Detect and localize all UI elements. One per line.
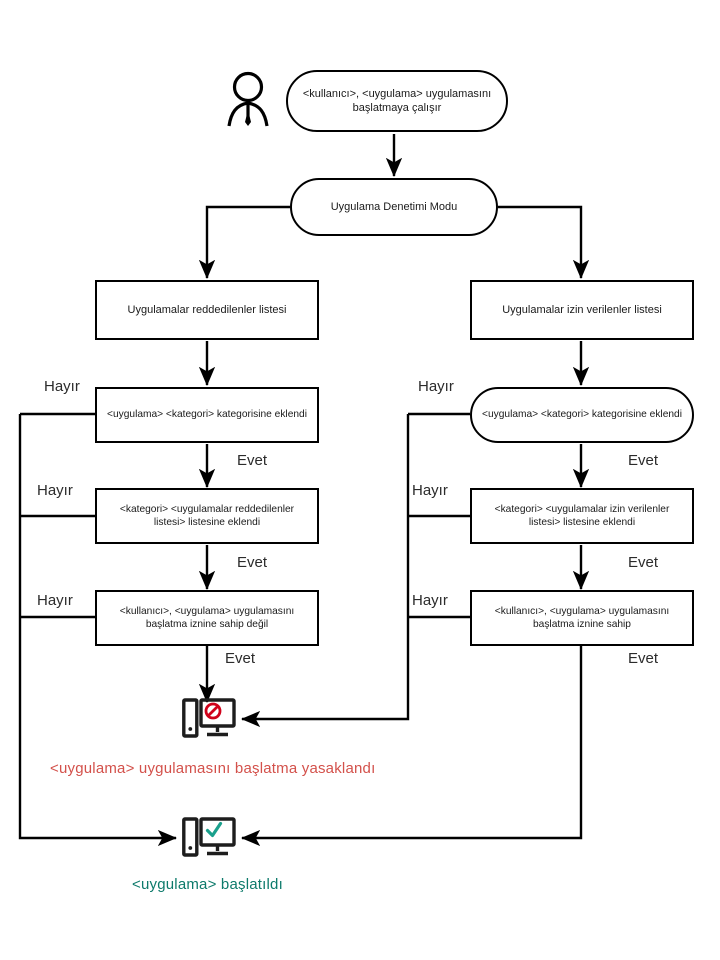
node-left-category-label: <uygulama> <kategori> kategorisine eklen…: [107, 409, 307, 421]
edge-label-left-no-3: Hayır: [37, 592, 73, 609]
outcome-allowed-text: <uygulama> başlatıldı: [132, 876, 283, 893]
edge-label-right-no-1: Hayır: [418, 378, 454, 395]
node-denied-applications-list: Uygulamalar reddedilenler listesi: [95, 280, 319, 340]
person-icon: [227, 71, 269, 127]
node-mode-label: Uygulama Denetimi Modu: [330, 200, 458, 213]
edge-label-left-yes-3: Evet: [225, 650, 256, 667]
computer-blocked-glyph: [182, 698, 236, 738]
node-right-category-label: <uygulama> <kategori> kategorisine eklen…: [482, 409, 682, 421]
computer-allowed-icon: [182, 817, 236, 866]
node-start-label: <kullanıcı>, <uygulama> uygulamasını baş…: [302, 87, 492, 114]
node-right-category-added: <uygulama> <kategori> kategorisine eklen…: [470, 387, 694, 443]
node-user-has-permission: <kullanıcı>, <uygulama> uygulamasını baş…: [470, 590, 694, 646]
node-allowed-list-label: Uygulamalar izin verilenler listesi: [502, 303, 662, 316]
computer-allowed-glyph: [182, 817, 236, 857]
node-start: <kullanıcı>, <uygulama> uygulamasını baş…: [286, 70, 508, 132]
node-right-category-in-allowed-list: <kategori> <uygulamalar izin verilenler …: [470, 488, 694, 544]
edge-label-left-no-1: Hayır: [44, 378, 80, 395]
edge-label-right-no-3: Hayır: [412, 592, 448, 609]
node-left-permission-label: <kullanıcı>, <uygulama> uygulamasını baş…: [119, 605, 295, 630]
node-application-control-mode: Uygulama Denetimi Modu: [290, 178, 498, 236]
node-user-has-no-permission: <kullanıcı>, <uygulama> uygulamasını baş…: [95, 590, 319, 646]
node-denied-list-label: Uygulamalar reddedilenler listesi: [127, 303, 287, 316]
node-left-category-in-denied-list: <kategori> <uygulamalar reddedilenler li…: [95, 488, 319, 544]
node-right-permission-label: <kullanıcı>, <uygulama> uygulamasını baş…: [494, 605, 670, 630]
outcome-denied-text: <uygulama> uygulamasını başlatma yasakla…: [50, 760, 376, 777]
node-right-added-label: <kategori> <uygulamalar izin verilenler …: [494, 503, 670, 528]
edge-label-right-yes-3: Evet: [628, 650, 659, 667]
node-allowed-applications-list: Uygulamalar izin verilenler listesi: [470, 280, 694, 340]
edge-label-right-yes-1: Evet: [628, 452, 659, 469]
node-left-category-added: <uygulama> <kategori> kategorisine eklen…: [95, 387, 319, 443]
edge-label-left-yes-1: Evet: [237, 452, 268, 469]
kullanici-actor: [222, 70, 274, 137]
edge-label-left-yes-2: Evet: [237, 554, 268, 571]
computer-blocked-icon: [182, 698, 236, 747]
node-left-added-label: <kategori> <uygulamalar reddedilenler li…: [119, 503, 295, 528]
edge-label-left-no-2: Hayır: [37, 482, 73, 499]
edge-label-right-no-2: Hayır: [412, 482, 448, 499]
edge-label-right-yes-2: Evet: [628, 554, 659, 571]
